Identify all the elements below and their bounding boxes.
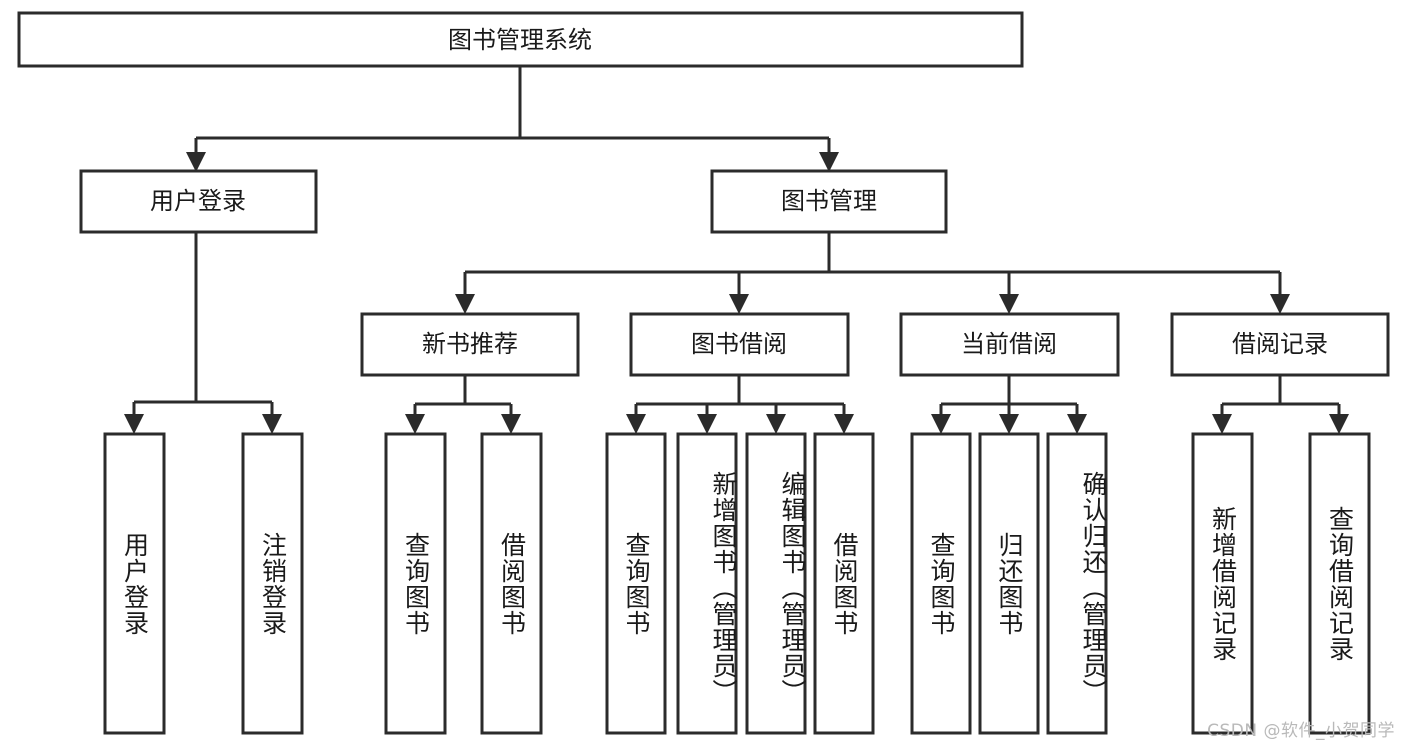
leaf-box-current-borrow-2[interactable] xyxy=(978,432,1040,735)
arrowhead-leaf-book-borrow-2 xyxy=(697,414,717,434)
node-book-borrow-box[interactable] xyxy=(629,312,850,377)
leaf-box-book-borrow-2[interactable] xyxy=(676,432,738,735)
node-user-login-label: 用户登录 xyxy=(150,187,246,215)
arrowhead-leaf-current-borrow-1 xyxy=(931,414,951,434)
arrowhead-leaf-current-borrow-2 xyxy=(999,414,1019,434)
arrowhead-leaf-user-login-1 xyxy=(124,414,144,434)
node-current-borrow-box[interactable] xyxy=(899,312,1120,377)
leaf-box-current-borrow-3[interactable] xyxy=(1046,432,1108,735)
node-borrow-record-box[interactable] xyxy=(1170,312,1390,377)
node-user-login-box[interactable] xyxy=(79,169,318,234)
leaf-box-user-login-1[interactable] xyxy=(103,432,166,735)
arrowhead-leaf-borrow-record-2 xyxy=(1329,414,1349,434)
node-root-label: 图书管理系统 xyxy=(448,26,592,54)
arrowhead-leaf-borrow-record-1 xyxy=(1212,414,1232,434)
arrowhead-leaf-current-borrow-3 xyxy=(1067,414,1087,434)
arrowhead-leaf-book-borrow-3 xyxy=(766,414,786,434)
node-book-manage-box[interactable] xyxy=(710,169,948,234)
arrowhead-leaf-book-borrow-1 xyxy=(626,414,646,434)
arrowhead-user-login xyxy=(186,152,206,172)
node-new-book-label: 新书推荐 xyxy=(422,330,518,358)
node-root-box[interactable] xyxy=(17,11,1024,68)
node-borrow-record-label: 借阅记录 xyxy=(1232,330,1328,358)
arrowhead-leaf-new-book-2 xyxy=(501,414,521,434)
arrowhead-new-book xyxy=(455,294,475,314)
arrowhead-leaf-user-login-2 xyxy=(262,414,282,434)
leaf-box-borrow-record-1[interactable] xyxy=(1191,432,1254,735)
leaf-box-book-borrow-3[interactable] xyxy=(745,432,807,735)
arrowhead-book-borrow xyxy=(729,294,749,314)
leaf-box-book-borrow-4[interactable] xyxy=(813,432,875,735)
leaf-box-new-book-1[interactable] xyxy=(384,432,447,735)
node-current-borrow-label: 当前借阅 xyxy=(961,330,1057,358)
leaf-box-user-login-2[interactable] xyxy=(241,432,304,735)
leaf-box-current-borrow-1[interactable] xyxy=(910,432,972,735)
arrowhead-leaf-book-borrow-4 xyxy=(834,414,854,434)
arrowheads-layer xyxy=(124,152,1349,434)
leaf-box-borrow-record-2[interactable] xyxy=(1308,432,1371,735)
leaf-box-book-borrow-1[interactable] xyxy=(605,432,667,735)
leaf-box-new-book-2[interactable] xyxy=(480,432,543,735)
node-book-manage-label: 图书管理 xyxy=(781,187,877,215)
arrowhead-current-borrow xyxy=(999,294,1019,314)
watermark-text: CSDN @软件_小贺同学 xyxy=(1207,721,1395,741)
nodes-layer: 图书管理系统 用户登录 图书管理 新书推荐 图书借阅 当前借阅 借阅记录 xyxy=(17,11,1390,735)
arrowhead-book-manage xyxy=(819,152,839,172)
node-new-book-box[interactable] xyxy=(360,312,580,377)
node-book-borrow-label: 图书借阅 xyxy=(691,330,787,358)
arrowhead-leaf-new-book-1 xyxy=(405,414,425,434)
arrowhead-borrow-record xyxy=(1270,294,1290,314)
